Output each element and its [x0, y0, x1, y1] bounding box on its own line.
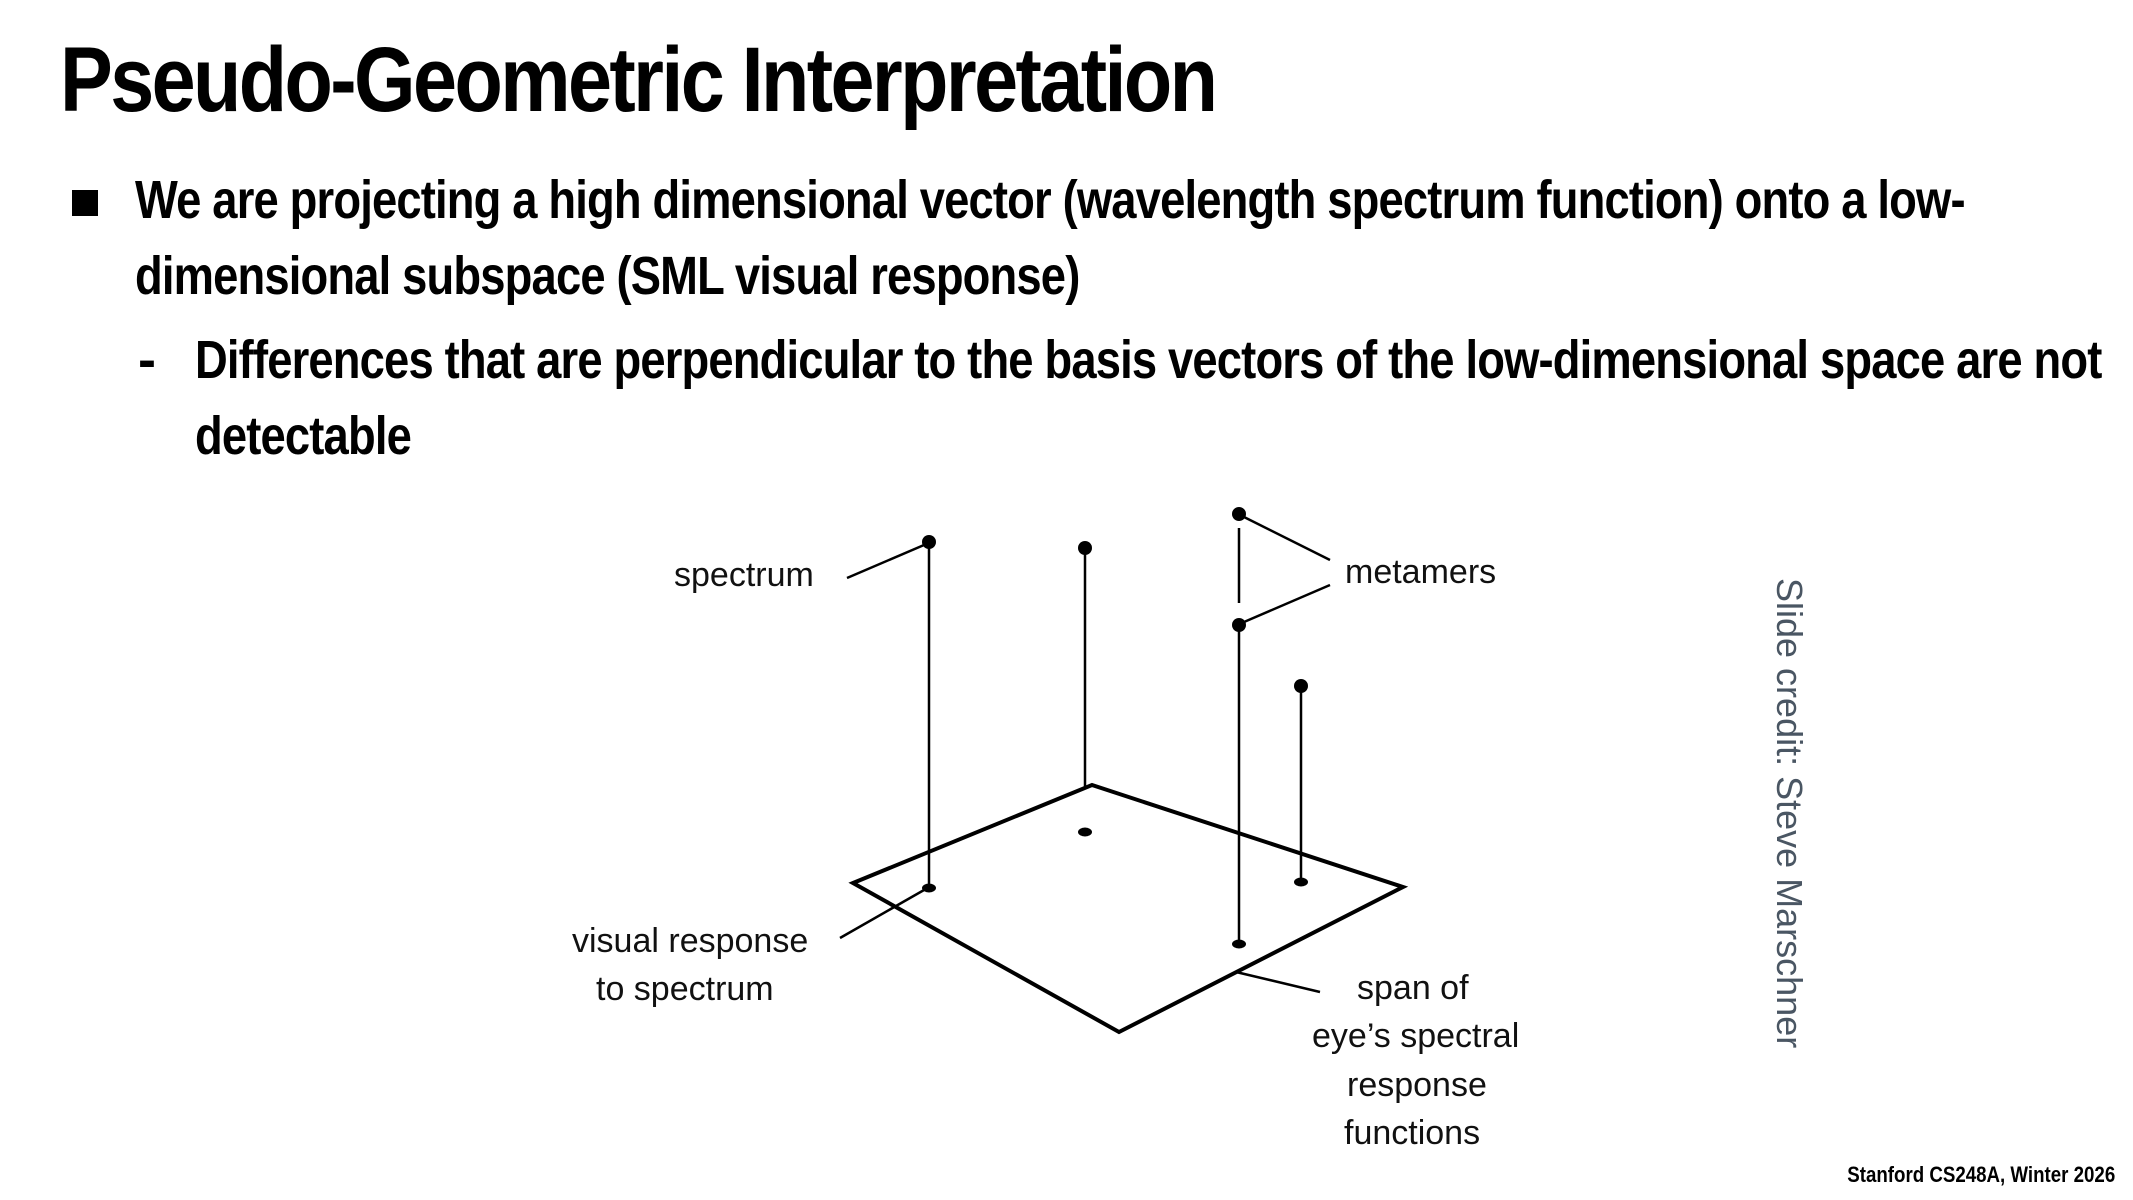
spectrum-point: [922, 535, 936, 549]
projected-point: [922, 883, 936, 893]
label-visual-response-2: to spectrum: [596, 970, 774, 1008]
label-spectrum: spectrum: [674, 556, 814, 594]
label-span-1: span of: [1357, 969, 1469, 1007]
bullet-sub: Differences that are perpendicular to th…: [195, 330, 2102, 466]
subspace-plane: [848, 782, 1409, 1035]
bullet-main: We are projecting a high dimensional vec…: [135, 170, 1966, 306]
sub-bullet-marker: -: [138, 330, 156, 390]
projected-point: [1232, 939, 1246, 949]
metamer-point: [1232, 507, 1246, 521]
metamer-point: [1232, 618, 1246, 632]
spectrum-point: [1294, 679, 1308, 693]
bullet-marker-square: [72, 190, 98, 216]
label-span-3: response: [1347, 1066, 1487, 1104]
label-span-4: functions: [1344, 1114, 1480, 1152]
spectrum-point: [1078, 541, 1092, 555]
slide-credit: Slide credit: Steve Marschner: [1769, 578, 1810, 1049]
projected-point: [1078, 827, 1092, 837]
leader-line: [1243, 515, 1331, 562]
leader-line: [839, 888, 925, 940]
leader-line: [846, 543, 925, 580]
slide-title: Pseudo-Geometric Interpretation: [60, 29, 1218, 131]
label-metamers: metamers: [1345, 553, 1496, 591]
label-visual-response-1: visual response: [572, 922, 808, 960]
leader-line: [1243, 583, 1331, 624]
label-span-2: eye’s spectral: [1312, 1017, 1519, 1055]
leader-line: [1235, 970, 1321, 994]
projected-point: [1294, 877, 1308, 887]
course-footer: Stanford CS248A, Winter 2026: [1847, 1162, 2115, 1187]
